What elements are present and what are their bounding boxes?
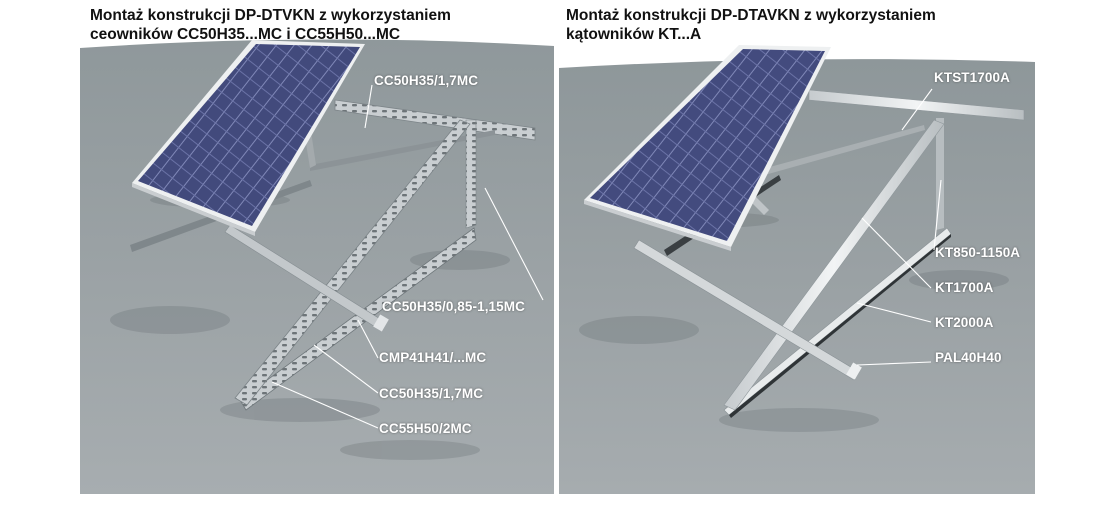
panel-title: Montaż konstrukcji DP-DTAVKN z wykorzyst… (566, 7, 936, 43)
panel-divider (554, 40, 559, 494)
mounting-scene-angles (559, 45, 1035, 494)
diagram-panel-angles: Montaż konstrukcji DP-DTAVKN z wykorzyst… (559, 0, 1035, 494)
solar-panel (132, 40, 365, 236)
solar-panel (584, 45, 831, 251)
mounting-scene-channels (80, 39, 554, 494)
panel-title: Montaż konstrukcji DP-DTVKN z wykorzysta… (90, 7, 451, 43)
diagram-panel-channels: Montaż konstrukcji DP-DTVKN z wykorzysta… (80, 0, 554, 494)
